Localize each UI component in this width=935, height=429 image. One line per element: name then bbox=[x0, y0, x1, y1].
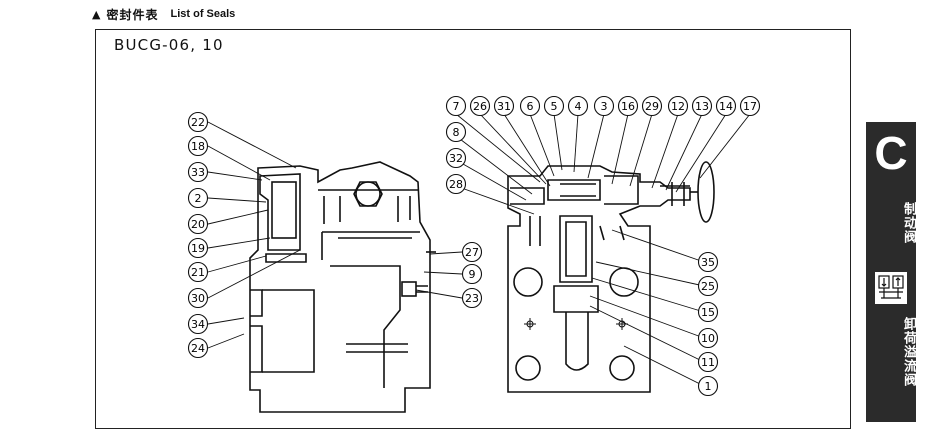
svg-text:29: 29 bbox=[645, 100, 659, 113]
svg-text:24: 24 bbox=[191, 342, 205, 355]
callout-24: 24 bbox=[187, 337, 209, 359]
callout-13: 13 bbox=[691, 95, 713, 117]
callout-15: 15 bbox=[697, 301, 719, 323]
callout-30: 30 bbox=[187, 287, 209, 309]
callout-3: 3 bbox=[593, 95, 615, 117]
callout-group-right: 7 26 31 6 5 4 3 16 29 12 13 14 17 8 32 2… bbox=[445, 95, 761, 397]
section-letter: C bbox=[874, 127, 908, 179]
heading-title-en: List of Seals bbox=[170, 8, 236, 20]
svg-text:14: 14 bbox=[719, 100, 733, 113]
svg-text:22: 22 bbox=[191, 116, 205, 129]
callout-10: 10 bbox=[697, 327, 719, 349]
callout-14: 14 bbox=[715, 95, 737, 117]
svg-text:28: 28 bbox=[449, 178, 463, 191]
callout-33: 33 bbox=[187, 161, 209, 183]
svg-text:13: 13 bbox=[695, 100, 709, 113]
svg-text:15: 15 bbox=[701, 306, 715, 319]
callout-35: 35 bbox=[697, 251, 719, 273]
svg-text:17: 17 bbox=[743, 100, 757, 113]
right-view-outline bbox=[507, 161, 715, 393]
callout-25: 25 bbox=[697, 275, 719, 297]
callout-12: 12 bbox=[667, 95, 689, 117]
section-side-tab: C 制动阀 卸荷溢流阀 bbox=[866, 122, 916, 422]
technical-drawing: 22 18 33 2 20 19 21 30 34 24 27 9 23 7 2… bbox=[187, 95, 761, 413]
svg-text:35: 35 bbox=[701, 256, 715, 269]
callout-26: 26 bbox=[469, 95, 491, 117]
callout-29: 29 bbox=[641, 95, 663, 117]
svg-text:27: 27 bbox=[465, 246, 479, 259]
svg-text:7: 7 bbox=[453, 100, 460, 113]
svg-text:3: 3 bbox=[601, 100, 608, 113]
callout-22: 22 bbox=[187, 111, 209, 133]
callout-5: 5 bbox=[543, 95, 565, 117]
callout-31: 31 bbox=[493, 95, 515, 117]
center-marks bbox=[524, 318, 628, 330]
svg-text:21: 21 bbox=[191, 266, 205, 279]
svg-text:30: 30 bbox=[191, 292, 205, 305]
svg-text:18: 18 bbox=[191, 140, 205, 153]
svg-text:26: 26 bbox=[473, 100, 487, 113]
callout-17: 17 bbox=[739, 95, 761, 117]
callout-21: 21 bbox=[187, 261, 209, 283]
svg-text:33: 33 bbox=[191, 166, 205, 179]
svg-text:31: 31 bbox=[497, 100, 511, 113]
section-label-brake-valve: 制动阀 bbox=[901, 202, 916, 244]
callout-8: 8 bbox=[445, 121, 467, 143]
svg-text:2: 2 bbox=[195, 192, 202, 205]
callout-11: 11 bbox=[697, 351, 719, 373]
svg-text:9: 9 bbox=[469, 268, 476, 281]
model-title: BUCG-06, 10 bbox=[114, 36, 224, 54]
svg-text:12: 12 bbox=[671, 100, 685, 113]
callout-6: 6 bbox=[519, 95, 541, 117]
callout-7: 7 bbox=[445, 95, 467, 117]
callout-23: 23 bbox=[461, 287, 483, 309]
callout-1: 1 bbox=[697, 375, 719, 397]
leader-lines bbox=[207, 113, 751, 387]
left-view-outline bbox=[249, 161, 436, 413]
callout-19: 19 bbox=[187, 237, 209, 259]
svg-text:34: 34 bbox=[191, 318, 205, 331]
triangle-marker-icon: ▲ bbox=[92, 7, 101, 21]
callout-group-left: 22 18 33 2 20 19 21 30 34 24 27 9 23 bbox=[187, 111, 483, 359]
callout-2: 2 bbox=[187, 187, 209, 209]
callout-27: 27 bbox=[461, 241, 483, 263]
callout-18: 18 bbox=[187, 135, 209, 157]
section-label-unloading-relief-valve: 卸荷溢流阀 bbox=[901, 317, 916, 387]
svg-text:11: 11 bbox=[701, 356, 715, 369]
svg-text:19: 19 bbox=[191, 242, 205, 255]
callout-9: 9 bbox=[461, 263, 483, 285]
callout-20: 20 bbox=[187, 213, 209, 235]
svg-text:4: 4 bbox=[575, 100, 582, 113]
page-heading: ▲ 密封件表 List of Seals bbox=[92, 5, 235, 23]
heading-title-cn: 密封件表 bbox=[106, 7, 159, 22]
svg-text:6: 6 bbox=[527, 100, 534, 113]
svg-text:10: 10 bbox=[701, 332, 715, 345]
hydraulic-symbol-icon bbox=[873, 270, 909, 306]
callout-28: 28 bbox=[445, 173, 467, 195]
svg-text:5: 5 bbox=[551, 100, 558, 113]
callout-4: 4 bbox=[567, 95, 589, 117]
callout-32: 32 bbox=[445, 147, 467, 169]
svg-text:16: 16 bbox=[621, 100, 635, 113]
svg-text:25: 25 bbox=[701, 280, 715, 293]
svg-text:23: 23 bbox=[465, 292, 479, 305]
svg-text:32: 32 bbox=[449, 152, 463, 165]
svg-text:20: 20 bbox=[191, 218, 205, 231]
callout-16: 16 bbox=[617, 95, 639, 117]
callout-34: 34 bbox=[187, 313, 209, 335]
svg-text:1: 1 bbox=[705, 380, 712, 393]
svg-text:8: 8 bbox=[453, 126, 460, 139]
